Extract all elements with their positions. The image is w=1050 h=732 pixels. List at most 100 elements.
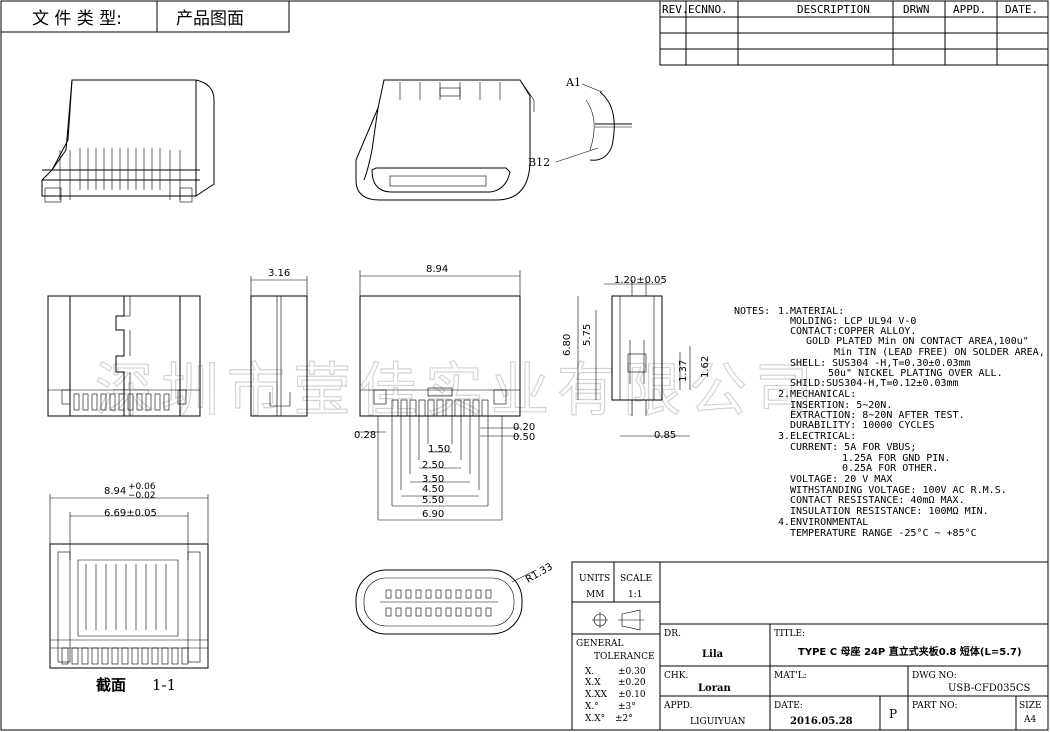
dim-section-tol-minus: −0.02	[128, 491, 156, 501]
notes-line: VOLTAGE: 20 V MAX	[790, 474, 892, 485]
dim-pitch-150: 1.50	[428, 444, 450, 455]
tol-key: X.X	[585, 678, 601, 688]
revision-table: REV. ECNNO. DESCRIPTION DRWN APPD. DATE.	[659, 0, 1049, 66]
p-value: P	[889, 707, 897, 721]
dim-section-width: 8.94	[104, 486, 126, 497]
notes-line: 3.ELECTRICAL:	[778, 431, 856, 442]
tol-key: X.	[585, 667, 594, 677]
appd-value: LIGUIYUAN	[690, 717, 746, 727]
rev-header-rev: REV.	[662, 3, 689, 16]
notes-line: SHELL: SUS304 -H,T=0.30±0.03mm	[790, 358, 971, 369]
dwg-label: DWG NO:	[912, 671, 957, 681]
chk-value: Loran	[698, 683, 731, 694]
material-label: MAT'L:	[774, 671, 807, 681]
notes-line: EXTRACTION: 8~20N AFTER TEST.	[790, 410, 965, 421]
dim-pin-offset: 0.85	[654, 430, 676, 441]
dim-section-tol-plus: +0.06	[128, 482, 156, 492]
appd-label: APPD.	[663, 701, 693, 711]
projection-symbol-cone	[621, 609, 641, 631]
label-a1: A1	[565, 76, 581, 89]
tol-key: X.X°	[585, 714, 605, 724]
notes-line: 1.MATERIAL:	[778, 306, 844, 317]
dim-pin-h2: 1.62	[700, 356, 711, 378]
dim-height-body: 5.75	[582, 324, 593, 346]
tol-value: ±2°	[615, 714, 633, 724]
size-value: A4	[1023, 715, 1036, 725]
tol-key: X.XX	[585, 690, 608, 700]
dim-section-inner: 6.69±0.05	[104, 508, 157, 519]
right-side-view: 1.20±0.05 6.80 5.75 1.37 1.62 0.85	[562, 275, 711, 441]
dr-value: Lila	[702, 649, 724, 660]
dim-right-050: 0.50	[513, 432, 535, 443]
dim-left-edge: 0.28	[354, 430, 376, 441]
pin-detail-callout: A1 B12	[528, 76, 632, 169]
tol-key: X.°	[585, 702, 599, 712]
notes-line: 1.25A FOR GND PIN.	[842, 453, 950, 464]
notes-title: NOTES:	[734, 306, 770, 317]
notes-block: NOTES: 1.MATERIAL: MOLDING: LCP UL94 V-0…	[734, 306, 1045, 539]
notes-line: GOLD PLATED Min ON CONTACT AREA,100u"	[806, 336, 1029, 347]
size-label: SIZE	[1019, 701, 1042, 711]
tol-value: ±0.10	[618, 690, 646, 700]
side-view: 3.16	[250, 268, 308, 417]
doc-type-label: 文 件 类 型:	[32, 9, 122, 29]
notes-line: MOLDING: LCP UL94 V-0	[790, 316, 916, 327]
notes-line: 2.MECHANICAL:	[778, 389, 856, 400]
dim-height-total: 6.80	[562, 334, 573, 356]
notes-line: TEMPERATURE RANGE -25°C ~ +85°C	[790, 528, 977, 539]
notes-line: Min TIN (LEAD FREE) ON SOLDER AREA,	[834, 347, 1045, 358]
scale-value: 1:1	[628, 590, 642, 600]
date-label: DATE:	[774, 701, 803, 711]
notes-line: CONTACT:COPPER ALLOY.	[790, 326, 916, 337]
general-label: GENERAL	[576, 639, 623, 649]
notes-line: 0.25A FOR OTHER.	[842, 463, 938, 474]
notes-line: CONTACT RESISTANCE: 40mΩ MAX.	[790, 495, 965, 506]
dwg-value: USB-CFD035CS	[948, 683, 1031, 694]
rev-header-drwn: DRWN	[903, 3, 930, 16]
notes-line: INSULATION RESISTANCE: 100MΩ MIN.	[790, 506, 989, 517]
dim-pitch-690: 6.90	[422, 509, 444, 520]
front-view: 8.94 0.28 0.2	[354, 264, 535, 521]
notes-line: 50u" NICKEL PLATING OVER ALL.	[828, 368, 1003, 379]
section-label-num: 1-1	[152, 676, 176, 694]
mating-face-view: R1.33	[355, 561, 555, 635]
dim-pitch-250: 2.50	[422, 460, 444, 471]
doc-type-value: 产品图面	[176, 9, 244, 29]
dim-radius: R1.33	[524, 561, 555, 585]
notes-line: SHILD:SUS304-H,T=0.12±0.03mm	[790, 378, 959, 389]
top-view	[47, 295, 201, 417]
tol-value: ±3°	[618, 702, 636, 712]
doc-type-box: 文 件 类 型: 产品图面	[0, 0, 290, 33]
title-value: TYPE C 母座 24P 直立式夹板0.8 短体(L=5.7)	[798, 645, 1022, 658]
dim-pin-h1: 1.37	[678, 360, 689, 382]
title-block: UNITS MM SCALE 1:1 GENERAL TOLERANCE X. …	[571, 561, 1049, 731]
date-value: 2016.05.28	[790, 716, 853, 727]
rev-header-date: DATE.	[1005, 3, 1038, 16]
dim-right-020: 0.20	[513, 422, 535, 433]
section-view: 8.94 +0.06 −0.02 6.69±0.05 截面 1-1	[49, 482, 209, 694]
rev-header-appd: APPD.	[953, 3, 986, 16]
notes-line: CURRENT: 5A FOR VBUS;	[790, 442, 916, 453]
label-b12: B12	[528, 156, 550, 169]
units-label: UNITS	[579, 574, 610, 584]
tolerance-label: TOLERANCE	[594, 652, 655, 662]
iso-view-front	[41, 79, 215, 203]
dr-label: DR.	[664, 629, 681, 639]
section-label-cn: 截面	[96, 676, 126, 694]
dim-front-width: 8.94	[426, 264, 448, 275]
part-label: PART NO:	[912, 701, 958, 711]
tol-value: ±0.30	[618, 667, 646, 677]
tol-value: ±0.20	[618, 678, 646, 688]
dim-pitch-550: 5.50	[422, 495, 444, 506]
title-label: TITLE:	[774, 629, 805, 639]
notes-line: DURABILITY: 10000 CYCLES	[790, 420, 935, 431]
dim-pitch-450: 4.50	[422, 484, 444, 495]
dim-pitch-350: 3.50	[422, 474, 444, 485]
units-value: MM	[586, 590, 604, 600]
rev-header-ecn: ECNNO.	[688, 3, 728, 16]
scale-label: SCALE	[620, 574, 652, 584]
dim-right-width: 1.20±0.05	[614, 275, 667, 286]
iso-view-rear	[355, 79, 535, 201]
